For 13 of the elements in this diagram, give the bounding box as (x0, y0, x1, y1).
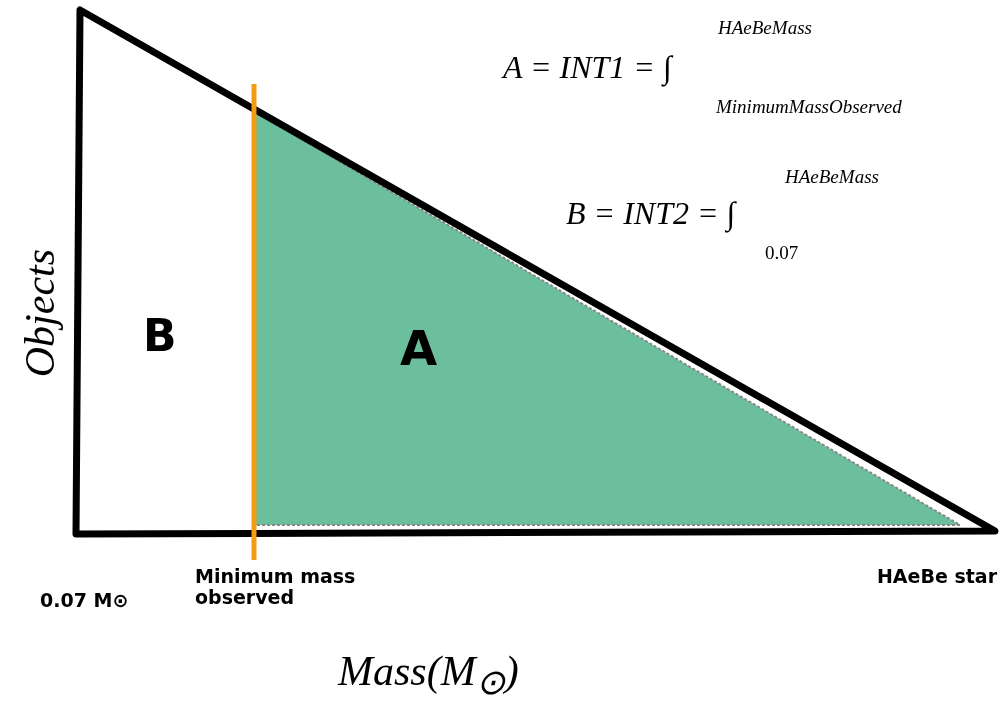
lower-limit: 0.07 (765, 243, 799, 264)
axis-title: Objects (16, 247, 64, 380)
formula: B = INT2 = ∫ (566, 196, 736, 232)
region-label: A (400, 322, 438, 375)
region-label: B (143, 312, 177, 361)
axis-tick-label: HAeBe star (876, 566, 997, 587)
axis-tick-label: 0.07 M⊙ (40, 590, 129, 611)
lower-limit: MinimumMassObserved (716, 97, 902, 118)
axis-title: Mass(M$_{⊙}$) (338, 648, 519, 703)
upper-limit: HAeBeMass (785, 167, 879, 188)
upper-limit: HAeBeMass (718, 18, 812, 39)
axis-tick-label: Minimum mass observed (195, 566, 357, 608)
formula: A = INT1 = ∫ (503, 50, 672, 86)
